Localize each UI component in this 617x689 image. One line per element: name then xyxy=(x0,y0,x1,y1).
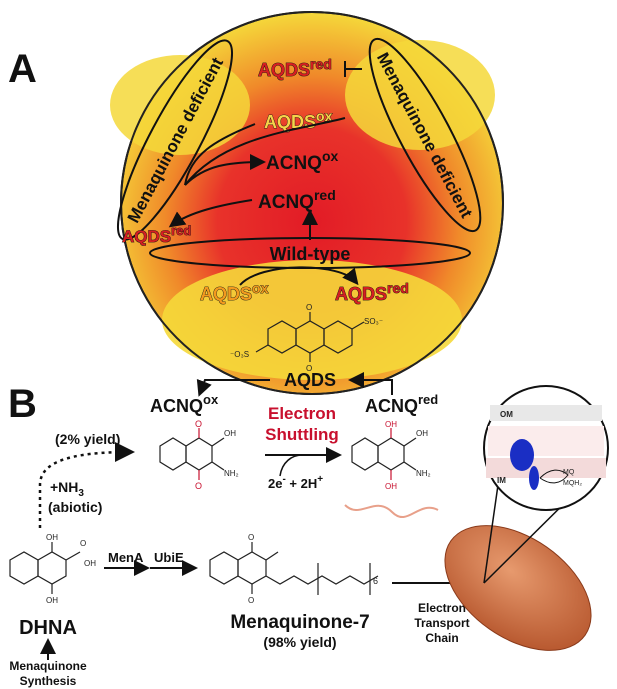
shuttle-curl xyxy=(279,454,303,477)
aqds-b: AQDS xyxy=(284,370,336,390)
etc-line1: Electron xyxy=(418,601,466,615)
om-label: OM xyxy=(500,410,513,419)
mk7-structure: O O xyxy=(209,533,379,605)
protein-blue xyxy=(510,439,534,471)
flagellum xyxy=(344,504,439,519)
aqds-ring-right xyxy=(323,320,353,354)
aqds-red-lower: AQDSred xyxy=(335,280,409,304)
synthesis-line1: Menaquinone xyxy=(9,659,87,673)
aqds-red-left: AQDSred xyxy=(122,223,191,246)
acnq-red-b: ACNQred xyxy=(365,392,438,416)
aqds-so3-right: SO₃⁻ xyxy=(364,317,383,326)
mq-label: MQ xyxy=(563,469,575,476)
aqds-o-bottom: O xyxy=(306,364,312,373)
electron-label: Electron xyxy=(268,404,336,423)
arrow-aqds-to-left xyxy=(184,117,346,186)
acnq-ox-b: ACNQox xyxy=(150,392,219,416)
arrow-to-acnq-ox xyxy=(184,154,266,186)
svg-text:NH₂: NH₂ xyxy=(224,469,239,478)
im-label: IM xyxy=(497,476,506,485)
deficient-right-ellipse xyxy=(368,37,482,233)
svg-text:O: O xyxy=(248,596,254,605)
svg-text:OH: OH xyxy=(46,533,58,542)
arrow-acnq-red-to-aqds xyxy=(348,372,393,395)
aqds-s-left-bond xyxy=(255,344,269,353)
svg-text:OH: OH xyxy=(416,429,428,438)
etc-line3: Chain xyxy=(425,631,458,645)
panel-a-label: A xyxy=(8,47,37,91)
panel-b-label: B xyxy=(8,382,37,426)
acnq-red-a: ACNQred xyxy=(258,187,336,213)
synthesis-line2: Synthesis xyxy=(20,674,77,688)
arrow-ox-left xyxy=(184,123,256,186)
aqds-so3-left: ⁻O₃S xyxy=(230,350,249,359)
yellow-lobe-left xyxy=(110,55,250,155)
mk7-label: Menaquinone-7 xyxy=(230,612,369,633)
yellow-lobe-right xyxy=(345,40,495,150)
mq-cycle xyxy=(539,469,569,484)
ubie-label: UbiE xyxy=(154,550,184,565)
aqds-o-top: O xyxy=(306,303,312,312)
yield-98-label: (98% yield) xyxy=(263,634,336,650)
svg-text:O: O xyxy=(80,539,86,548)
bacterium xyxy=(444,525,592,651)
arrow-aqds-to-acnq-ox xyxy=(196,378,270,397)
svg-text:OH: OH xyxy=(84,559,96,568)
mqh2-label: MQH₂ xyxy=(563,480,582,487)
svg-text:OH: OH xyxy=(46,596,58,605)
dhna-structure: OH OH O OH xyxy=(9,533,96,605)
arrow-acnq-red-to-aqds xyxy=(168,199,253,228)
svg-text:O: O xyxy=(248,533,254,542)
arrow-wildtype-reduction xyxy=(239,266,359,286)
yield-2-label: (2% yield) xyxy=(55,431,120,447)
electrons-label: 2e- + 2H+ xyxy=(268,474,323,491)
acnq-ox-a: ACNQox xyxy=(266,148,339,174)
svg-text:OH: OH xyxy=(385,482,397,491)
aqds-s-right-bond xyxy=(351,321,365,330)
svg-text:O: O xyxy=(195,419,202,429)
periplasm xyxy=(488,426,604,456)
svg-text:OH: OH xyxy=(224,429,236,438)
yellow-lobe-bottom xyxy=(162,260,462,380)
zoom-line-left xyxy=(483,484,499,584)
im-layer xyxy=(486,458,606,478)
svg-text:O: O xyxy=(195,481,202,491)
mena-label: MenA xyxy=(108,550,144,565)
membrane-zoom: OM IM MQ MQH₂ xyxy=(483,385,609,511)
acnq-ox-structure: O O OH NH₂ xyxy=(159,419,239,491)
etc-line2: Transport xyxy=(414,616,469,630)
svg-text:NH₂: NH₂ xyxy=(416,469,431,478)
aqds-red-top: AQDSred xyxy=(258,56,332,80)
aqds-ox-lower: AQDSox xyxy=(200,280,269,304)
deficient-left-ellipse xyxy=(116,39,234,241)
dhna-label: DHNA xyxy=(19,617,77,639)
aqds-structure: O O SO₃⁻ ⁻O₃S xyxy=(230,303,383,373)
svg-text:OH: OH xyxy=(385,420,397,429)
chain-n: 6 xyxy=(373,576,378,586)
om-layer xyxy=(490,405,602,421)
wild-type-label: Wild-type xyxy=(270,244,351,264)
abiotic-label: (abiotic) xyxy=(48,499,102,515)
acnq-red-structure: OH OH OH NH₂ xyxy=(351,420,431,491)
nh3-label: +NH3 xyxy=(50,479,84,499)
abiotic-dotted-arrow xyxy=(38,442,135,528)
shuttling-label: Shuttling xyxy=(265,425,339,444)
protein-blue-tail xyxy=(529,466,539,490)
